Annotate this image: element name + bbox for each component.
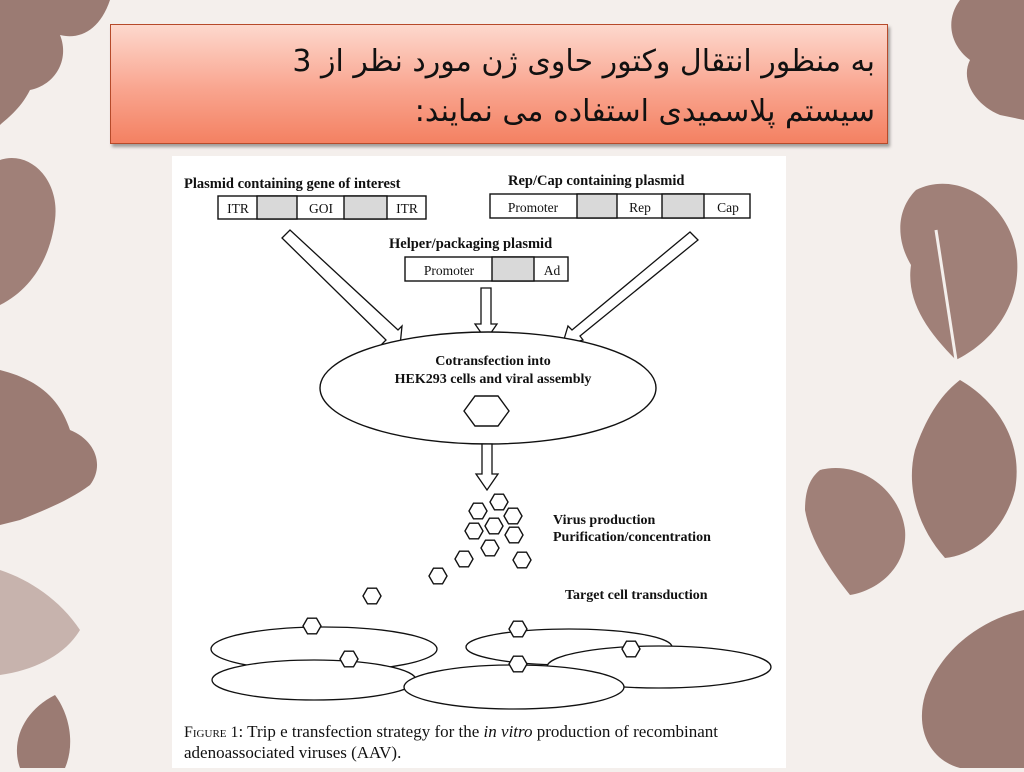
leaf-decoration-top-right (951, 0, 1024, 120)
plasmid-repcap-map: Promoter Rep Cap (489, 193, 751, 219)
slide-title: به منظور انتقال وکتور حاوی ژن مورد نظر ا… (110, 24, 888, 144)
cotransfection-label-line2: HEK293 cells and viral assembly (395, 372, 592, 387)
caption-figure-label: Figure 1 (184, 724, 239, 741)
plasmid-goi-itr-left: ITR (227, 201, 249, 216)
plasmid-helper-promoter: Promoter (424, 263, 475, 278)
leaf-decoration-right-3 (805, 468, 906, 595)
virus-production-label: Virus production (553, 513, 656, 528)
plasmid-goi-map: ITR GOI ITR (217, 195, 427, 220)
aav-triple-transfection-figure: Plasmid containing gene of interest ITR … (172, 156, 786, 768)
plasmid-helper-ad: Ad (544, 263, 561, 278)
purification-label: Purification/concentration (553, 530, 711, 545)
plasmid-repcap-promoter: Promoter (508, 200, 559, 215)
plasmid-goi-itr-right: ITR (396, 201, 418, 216)
arrow-cell-to-virus (474, 443, 500, 492)
leaf-decoration-top-left (0, 0, 110, 125)
leaf-decoration-right-4 (921, 610, 1024, 768)
caption-text-post: production of recombinant adenoassociate… (184, 722, 719, 762)
arrow-goi-to-cell (281, 229, 403, 347)
leaf-decoration-right-1 (900, 183, 1018, 361)
leaf-decoration-left-3 (0, 570, 80, 675)
cotransfection-label-line1: Cotransfection into (435, 354, 551, 369)
leaf-decoration-bottom-left (16, 695, 71, 768)
leaf-decoration-left-2 (0, 370, 98, 525)
plasmid-helper-label: Helper/packaging plasmid (389, 236, 552, 252)
target-transduction-label: Target cell transduction (565, 588, 708, 603)
slide-title-line-2: سیستم پلاسمیدی استفاده می نمایند: (414, 94, 875, 129)
plasmid-repcap-rep: Rep (629, 200, 651, 215)
leaf-decoration-left-1 (0, 158, 56, 305)
leaf-decoration-right-2 (911, 380, 1017, 558)
caption-italic: in vitro (483, 722, 533, 741)
slide-title-line-1: به منظور انتقال وکتور حاوی ژن مورد نظر ا… (292, 44, 875, 79)
plasmid-repcap-cap: Cap (717, 200, 739, 215)
figure-diagram: Plasmid containing gene of interest ITR … (184, 173, 772, 710)
viral-capsid-icon (463, 395, 510, 427)
figure-caption: Figure 1: Trip e transfection strategy f… (184, 722, 784, 763)
plasmid-helper-map: Promoter Ad (404, 256, 569, 282)
hek293-cell (319, 331, 657, 445)
target-cells (210, 617, 772, 710)
plasmid-goi-label: Plasmid containing gene of interest (184, 176, 401, 192)
plasmid-repcap-label: Rep/Cap containing plasmid (508, 173, 684, 189)
virus-particles-cluster (362, 493, 532, 605)
caption-text-pre: : Trip e transfection strategy for the (238, 722, 484, 741)
arrow-repcap-to-cell (561, 231, 699, 347)
plasmid-goi-gene: GOI (309, 201, 333, 216)
